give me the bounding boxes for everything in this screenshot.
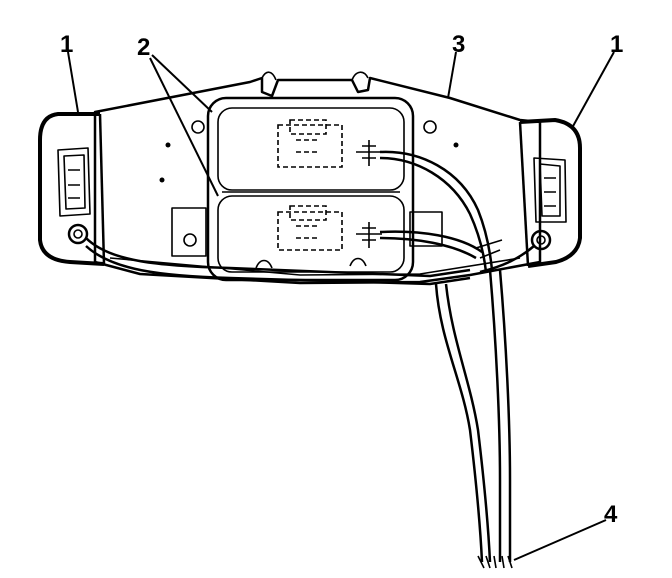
- callout-1-left: 1: [60, 31, 73, 58]
- reading-lamp-housings: [206, 96, 415, 282]
- leader-1-left: [67, 51, 79, 113]
- left-end-lamp: [38, 112, 106, 266]
- leader-3: [447, 51, 457, 99]
- console-base: [93, 71, 542, 285]
- leader-2-a: [151, 54, 213, 113]
- callout-4: 4: [604, 501, 618, 528]
- right-end-lamp: [518, 118, 582, 268]
- callout-2: 2: [137, 34, 150, 61]
- callout-1-right: 1: [610, 31, 623, 58]
- leader-1-right: [571, 51, 615, 129]
- callout-3: 3: [452, 31, 465, 58]
- leader-2-b: [149, 57, 219, 197]
- leader-4: [513, 519, 607, 561]
- wiring-harness: [85, 150, 535, 569]
